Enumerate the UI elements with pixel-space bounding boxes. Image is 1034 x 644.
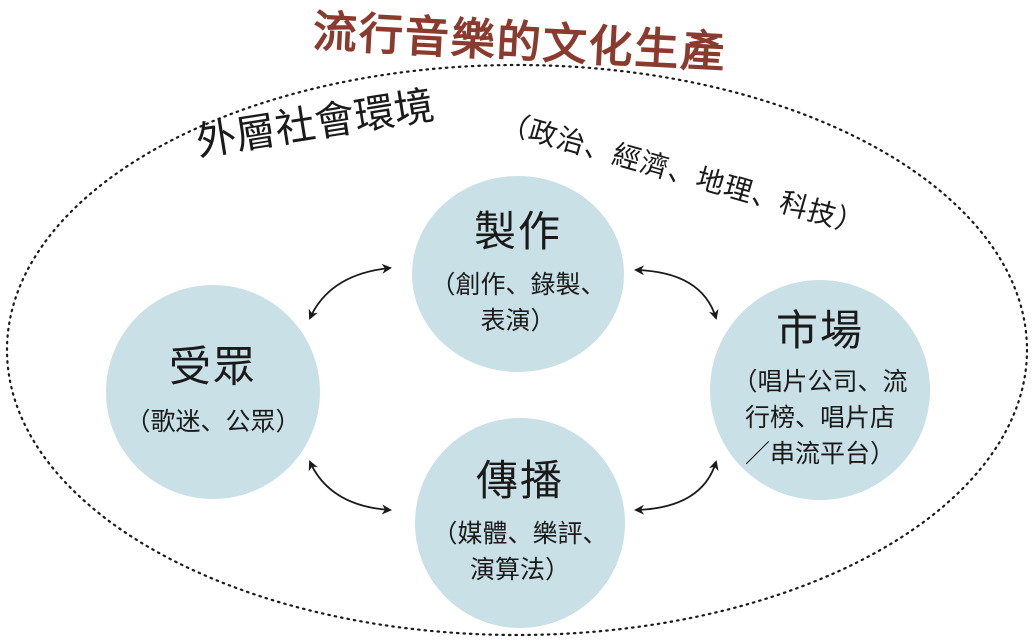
node-production-title: 製作 (473, 206, 562, 256)
node-audience-desc: （歌迷、公眾） (125, 406, 301, 436)
arrow-audience-production (308, 263, 392, 320)
node-audience: 受眾 （歌迷、公眾） (106, 285, 320, 499)
node-market-title: 市場 (775, 305, 864, 355)
arrow-dissemination-audience (308, 460, 392, 515)
node-market-desc: （唱片公司、流 行榜、唱片店 ／串流平台） (732, 366, 908, 469)
node-production: 製作 （創作、錄製、 表演） (412, 176, 624, 372)
arrow-production-market (634, 265, 719, 320)
outer-environment-boundary (5, 63, 1029, 637)
arrow-market-dissemination (634, 460, 719, 515)
node-dissemination-title: 傳播 (475, 455, 564, 505)
node-market: 市場 （唱片公司、流 行榜、唱片店 ／串流平台） (710, 280, 930, 500)
node-dissemination-desc: （媒體、樂評、 演算法） (432, 518, 608, 585)
node-dissemination: 傳播 （媒體、樂評、 演算法） (415, 418, 625, 628)
node-production-desc: （創作、錄製、 表演） (430, 269, 606, 336)
node-audience-title: 受眾 (168, 341, 257, 391)
